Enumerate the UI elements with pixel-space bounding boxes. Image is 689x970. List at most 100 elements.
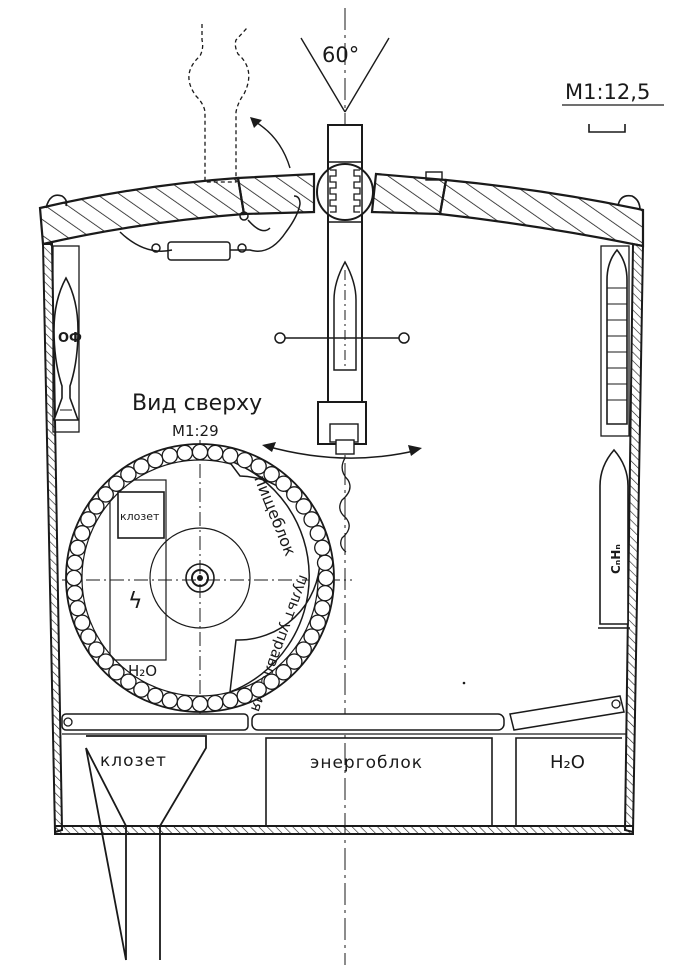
signal-rocket xyxy=(606,248,628,425)
lower-compartments: клозет энергоблок H₂O xyxy=(85,735,622,961)
top-view-center-hub xyxy=(191,569,209,587)
hatch-swing-arrowhead xyxy=(250,117,262,128)
ballast-ball xyxy=(221,692,239,709)
ballast-ball xyxy=(286,486,303,503)
munition-rack: ОФ xyxy=(52,245,82,433)
ballast-ball xyxy=(73,614,91,631)
energy-block-box xyxy=(265,737,493,827)
ballast-ball xyxy=(97,653,114,670)
ballast-ball xyxy=(309,614,327,631)
ballast-ball xyxy=(263,673,280,690)
open-hatch-outline xyxy=(188,24,250,183)
ballast-ball xyxy=(73,525,91,542)
top-view-ballast-ring xyxy=(65,443,335,713)
floor-benches xyxy=(61,695,626,735)
periscope xyxy=(262,124,422,553)
periscope-bearing xyxy=(316,163,374,221)
ballast-ball xyxy=(147,451,164,469)
ballast-ball xyxy=(97,486,114,503)
ballast-ball xyxy=(191,443,209,461)
ballast-ball xyxy=(176,694,194,712)
fuel-canister xyxy=(599,448,629,625)
right-wall-storage: CₙHₙ xyxy=(598,245,630,629)
ballast-ball xyxy=(221,447,239,464)
ballast-ball xyxy=(161,447,179,464)
ballast-ball xyxy=(133,458,150,475)
ballast-ball xyxy=(250,681,267,698)
ballast-ball xyxy=(108,475,125,492)
closet-large-label: клозет xyxy=(100,751,167,771)
ballast-ball xyxy=(65,569,83,587)
ballast-ball xyxy=(133,681,150,698)
top-view-turret-ring xyxy=(149,527,251,629)
ballast-ball xyxy=(303,511,320,528)
roof-hatch-lid xyxy=(236,172,316,216)
bearing-bellows xyxy=(329,169,361,213)
ballast-ball xyxy=(314,599,331,617)
ballast-ball xyxy=(275,664,292,681)
ballast-ball xyxy=(147,687,164,705)
bench-right xyxy=(509,695,625,731)
energy-block-label: энергоблок xyxy=(310,753,423,773)
ballast-ball xyxy=(108,664,125,681)
ballast-ball xyxy=(66,584,84,602)
munition-shell xyxy=(52,276,80,421)
roof-fitting xyxy=(425,171,443,181)
ballast-ball xyxy=(120,673,137,690)
ballast-ball xyxy=(206,444,224,462)
fuel-label: CₙHₙ xyxy=(609,544,623,574)
ballast-ball xyxy=(316,554,334,572)
ballast-ball xyxy=(309,525,327,542)
ballast-ball xyxy=(314,539,331,557)
ballast-ball xyxy=(295,641,312,658)
water-tank-box xyxy=(515,737,622,826)
rotation-arrow xyxy=(265,445,419,459)
ballast-ball xyxy=(120,466,137,483)
main-scale-label: M1:12,5 xyxy=(565,80,650,104)
ballast-ball xyxy=(69,539,86,557)
lifting-lug-right xyxy=(617,194,641,211)
ballast-ball xyxy=(250,458,267,475)
scale-bar xyxy=(588,124,626,133)
ballast-ball xyxy=(286,653,303,670)
closet-funnel xyxy=(85,735,207,961)
handle-knob-left xyxy=(274,332,286,344)
ballast-ball xyxy=(303,628,320,645)
small-water-label: H₂O xyxy=(128,662,157,680)
hatch-swing-arrow xyxy=(251,119,291,169)
small-closet-label: клозет xyxy=(120,510,160,523)
ballast-ball xyxy=(206,694,224,712)
ballast-ball xyxy=(161,692,179,709)
roof-right xyxy=(438,178,645,248)
ballast-ball xyxy=(263,466,280,483)
ballast-ball xyxy=(88,641,105,658)
handle-knob-right xyxy=(398,332,410,344)
top-view-title: Вид сверху xyxy=(132,391,262,416)
roof-left xyxy=(38,176,246,246)
ink-speck xyxy=(462,681,466,685)
hatch-hinge-mechanism xyxy=(119,195,301,261)
ballast-ball xyxy=(191,695,209,713)
ballast-ball xyxy=(66,554,84,572)
ballast-ball xyxy=(176,444,194,462)
periscope-view-cone xyxy=(300,37,390,113)
ballast-ball xyxy=(275,475,292,492)
water-large-label: H₂O xyxy=(550,752,585,773)
ballast-ball xyxy=(236,687,253,705)
bench-left xyxy=(61,713,249,731)
ballast-ball xyxy=(316,584,334,602)
small-closet-box xyxy=(117,491,165,539)
periscope-cable xyxy=(339,457,351,553)
lifting-lug-left xyxy=(45,194,68,209)
ballast-ball xyxy=(236,451,253,469)
lightning-symbol: ϟ xyxy=(128,589,143,614)
top-view-plan: клозет ϟ H₂O пищеблок пульт управления xyxy=(62,440,352,720)
ballast-ball xyxy=(80,628,97,645)
angle-label: 60° xyxy=(322,43,359,67)
ballast-ball xyxy=(317,569,335,587)
top-view-scale: M1:29 xyxy=(172,422,219,440)
ballast-ball xyxy=(88,498,105,515)
ballast-ball xyxy=(69,599,86,617)
floor xyxy=(54,825,634,835)
